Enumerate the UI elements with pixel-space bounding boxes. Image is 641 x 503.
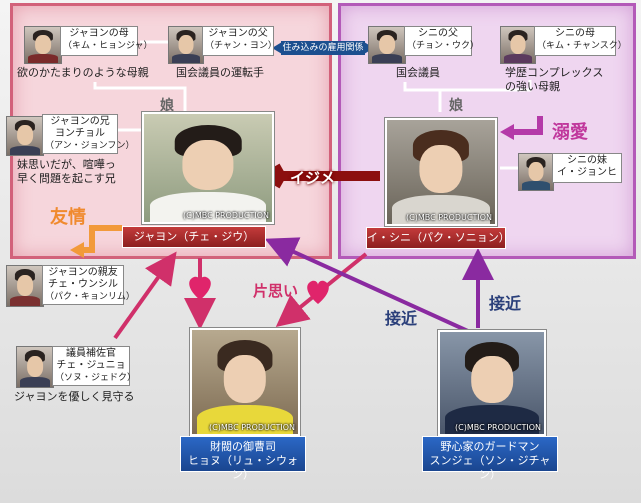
jayeon-mother-desc: 欲のかたまりのような母親 (17, 66, 149, 79)
shini-name-box: イ・シニ（パク・ソニョン） (366, 227, 510, 249)
jayeon-brother-name2: ヨンチョル (55, 128, 105, 139)
family-line-right (403, 80, 532, 92)
jayeon-brother-actor: （アン・ジョンフン） (45, 141, 135, 151)
daughter-label-left: 娘 (160, 98, 174, 114)
aide-actor: （ソヌ・ジェドク） (55, 373, 137, 383)
jayeon-brother-label: ジャヨンの兄 ヨンチョル （アン・ジョンフン） (42, 114, 135, 154)
jayeon-father-desc: 国会議員の運転手 (176, 66, 264, 79)
sunje-name-box: 野心家のガードマン スンジェ（ソン・ジチャン） (422, 436, 558, 481)
aide-desc: ジャヨンを優しく見守る (14, 390, 135, 403)
jayeon-mother-actor: （キム・ヒョンジャ） (63, 41, 153, 51)
daughter-label-right: 娘 (449, 98, 463, 114)
shini-mother-photo (500, 26, 536, 64)
aide-name: 議員補佐官 (66, 348, 116, 359)
family-line-left (93, 82, 187, 112)
doting-arrow (510, 116, 543, 135)
shini-credit: (C)MBC PRODUCTION (405, 213, 492, 222)
approach-label-right: 接近 (489, 294, 522, 313)
shini-mother-actor: （キム・チャンスク） (537, 41, 627, 51)
heart-jayeon-hyonu (189, 276, 211, 300)
jayeon-brother-desc-2: 早く問題を起こす兄 (17, 172, 116, 185)
jayeon-friend-photo (6, 265, 44, 307)
sunje-credit: (C)MBC PRODUCTION (454, 423, 541, 432)
shini-photo: (C)MBC PRODUCTION (385, 118, 497, 226)
jayeon-friend-name: ジャヨンの親友 (48, 267, 118, 278)
unrequited-label: 片思い (253, 282, 299, 300)
aide-name2: チェ・ジュニョ (56, 360, 126, 371)
jayeon-photo: (C)MBC PRODUCTION (142, 112, 274, 224)
jayeon-brother-desc-1: 妹思いだが、喧嘩っ (17, 158, 116, 171)
aide-line (113, 251, 177, 340)
approach-left-line (264, 237, 471, 334)
hyonu-photo: (C)MBC PRODUCTION (190, 328, 300, 436)
jayeon-father-label: ジャヨンの父 （チャン・ヨン） (202, 26, 277, 56)
sunje-line2: スンジェ（ソン・ジチャン） (429, 454, 551, 481)
shini-father-label: シニの父 （チョン・ウク） (404, 26, 480, 56)
jayeon-brother-photo (6, 116, 44, 156)
shini-sister-photo (518, 153, 554, 191)
shini-mother-name: シニの母 (555, 28, 595, 39)
shini-sister-name: シニの妹 (567, 155, 607, 166)
aide-photo (16, 346, 54, 388)
friendship-arrow (80, 225, 122, 253)
shini-father-actor: （チョン・ウク） (407, 41, 480, 51)
aide-label: 議員補佐官 チェ・ジュニョ （ソヌ・ジェドク） (52, 346, 137, 386)
jayeon-mother-photo (24, 26, 62, 64)
jayeon-credit: (C)MBC PRODUCTION (182, 211, 269, 220)
hyonu-line1: 財閥の御曹司 (210, 440, 276, 453)
jayeon-friend-name2: チェ・ウンシル (48, 279, 118, 290)
approach-label-left: 接近 (385, 309, 418, 328)
doting-label: 溺愛 (552, 122, 588, 143)
friendship-label: 友情 (50, 207, 86, 228)
hyonu-credit: (C)MBC PRODUCTION (208, 423, 295, 432)
heart-unrequited (307, 280, 329, 304)
bullying-label: イジメ (290, 169, 336, 187)
shini-sister-name2: イ・ジョンヒ (557, 167, 617, 178)
sunje-line1: 野心家のガードマン (440, 440, 540, 453)
jayeon-mother-label: ジャヨンの母 （キム・ヒョンジャ） (60, 26, 153, 56)
jayeon-mother-name: ジャヨンの母 (69, 28, 129, 39)
jayeon-friend-actor: （パク・キョンリム） (45, 292, 135, 302)
jayeon-father-actor: （チャン・ヨン） (205, 41, 277, 51)
hyonu-name-box: 財閥の御曹司 ヒョヌ（リュ・シウォン） (180, 436, 306, 481)
shini-father-name: シニの父 (418, 28, 458, 39)
sunje-photo: (C)MBC PRODUCTION (438, 330, 546, 436)
shini-sister-label: シニの妹 イ・ジョンヒ (552, 153, 622, 183)
shini-father-photo (368, 26, 406, 64)
employment-label: 住み込みの雇用関係 (281, 41, 365, 55)
hyonu-line2: ヒョヌ（リュ・シウォン） (188, 454, 298, 481)
jayeon-brother-name: ジャヨンの兄 (50, 116, 110, 127)
shini-mother-desc-1: 学歴コンプレックス (505, 66, 604, 79)
shini-mother-desc-2: の強い母親 (505, 80, 560, 93)
jayeon-name-box: ジャヨン（チェ・ジウ） (122, 226, 266, 248)
shini-father-desc: 国会議員 (396, 66, 440, 79)
shini-mother-label: シニの母 （キム・チャンスク） (534, 26, 627, 56)
jayeon-father-name: ジャヨンの父 (208, 28, 268, 39)
jayeon-father-photo (168, 26, 204, 64)
jayeon-friend-label: ジャヨンの親友 チェ・ウンシル （パク・キョンリム） (42, 265, 135, 305)
